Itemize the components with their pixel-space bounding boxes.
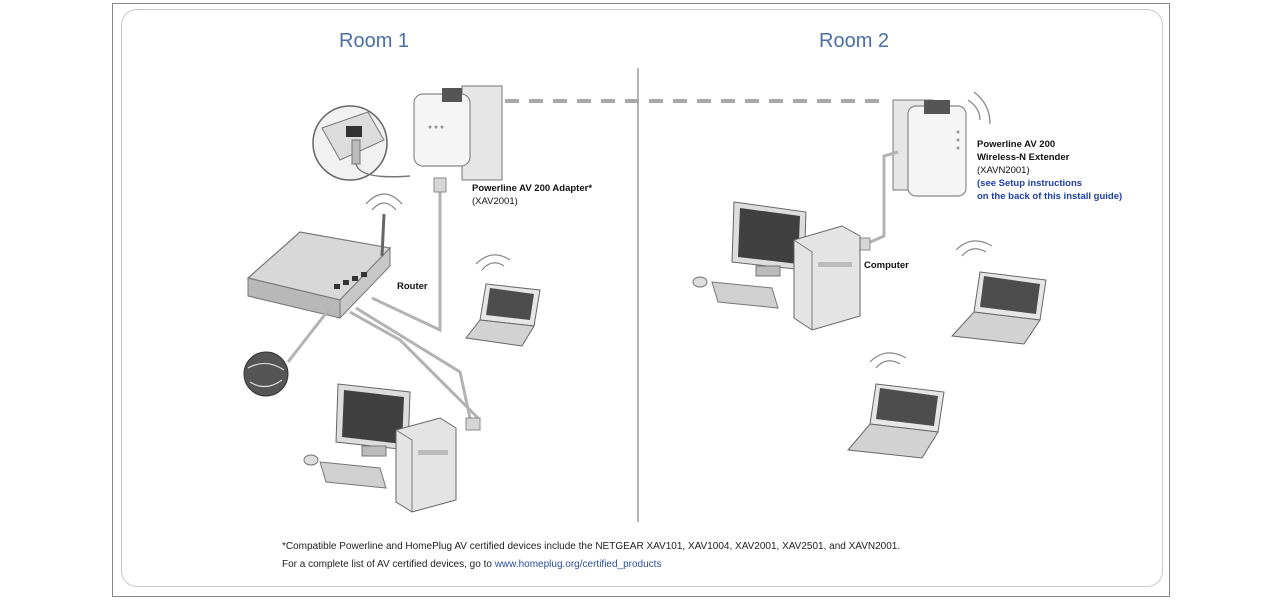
desktop-computer-icon — [692, 201, 861, 331]
internet-globe-icon — [243, 351, 289, 397]
adapter-name: Powerline AV 200 Adapter* — [472, 183, 593, 194]
laptop-icon — [847, 383, 945, 459]
setup-note-line-1: (see Setup instructions — [977, 178, 1083, 189]
desktop-computer-icon — [303, 383, 457, 513]
port-closeup-icon — [312, 105, 411, 181]
cable-plug — [433, 177, 447, 193]
router-icon — [246, 213, 392, 320]
ethernet-cables — [865, 150, 899, 246]
footnote-prefix: For a complete list of AV certified devi… — [282, 559, 495, 570]
cable-plug — [465, 417, 481, 431]
wifi-icon — [967, 91, 991, 125]
wireless-extender-icon — [892, 99, 967, 197]
wifi-icon — [955, 240, 993, 257]
wifi-icon — [869, 352, 907, 369]
footnote-line-1: *Compatible Powerline and HomePlug AV ce… — [282, 541, 901, 552]
extender-model: (XAVN2001) — [977, 165, 1030, 176]
adapter-label: Powerline AV 200 Adapter* (XAV2001) — [472, 182, 592, 208]
extender-line-1: Powerline AV 200 — [977, 139, 1056, 150]
router-name: Router — [397, 281, 428, 292]
setup-note-line-2: on the back of this install guide) — [977, 191, 1123, 202]
extender-label: Powerline AV 200 Wireless-N Extender (XA… — [977, 138, 1122, 203]
router-label: Router — [397, 280, 428, 293]
inner-frame — [121, 9, 1163, 587]
laptop-icon — [950, 271, 1047, 345]
powerline-adapter-icon — [413, 85, 503, 181]
footnote-line-2: For a complete list of AV certified devi… — [282, 559, 661, 570]
homeplug-link[interactable]: www.homeplug.org/certified_products — [494, 559, 662, 570]
room-1-title: Room 1 — [339, 30, 410, 52]
laptop-icon — [465, 283, 541, 347]
ethernet-cables — [286, 180, 480, 430]
wifi-icon — [475, 254, 511, 271]
extender-line-2: Wireless-N Extender — [977, 152, 1070, 163]
adapter-model: (XAV2001) — [472, 196, 518, 207]
room-2-title: Room 2 — [819, 30, 890, 52]
computer-label: Computer — [864, 259, 909, 272]
computer-name: Computer — [864, 260, 909, 271]
wifi-icon — [365, 193, 403, 211]
